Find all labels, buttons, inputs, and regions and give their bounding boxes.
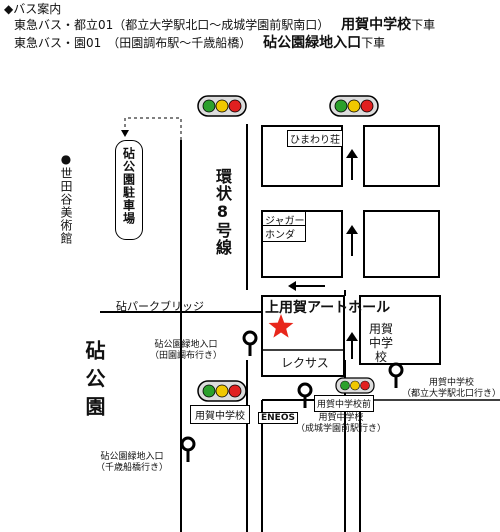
city-block xyxy=(363,125,440,187)
traffic-signal-icon xyxy=(329,95,379,117)
up-arrow-icon xyxy=(346,225,358,256)
bus-stop-icon xyxy=(388,362,404,388)
kinuta-park-bridge-label: 砧パークブリッジ xyxy=(116,300,204,313)
bus-stop-icon xyxy=(242,330,258,356)
lexus-label: レクサス xyxy=(281,356,329,370)
city-block xyxy=(363,210,440,278)
youga-jhs-signal-label: 用賀中学校 xyxy=(190,405,250,424)
bus-stop-youga-jhs-center: 用賀中学校 （成城学園前駅行き） xyxy=(296,413,386,435)
eneos-label: ENEOS xyxy=(258,412,298,424)
bus-stop-ryokuchi-north: 砧公園緑地入口 （田園調布行き） xyxy=(150,340,222,362)
bus-stop-youga-jhs-right: 用賀中学校 （都立大学駅北口行き） xyxy=(402,378,500,400)
bus-stop-name: 砧公園緑地入口 xyxy=(100,452,164,462)
traffic-signal-icon xyxy=(197,380,247,402)
youga-junior-high-label: 用賀中学校 xyxy=(368,322,393,364)
kinuta-park-label: 砧公園 xyxy=(82,340,106,424)
left-arrow-icon xyxy=(288,281,325,291)
bus-stop-name: 砧公園緑地入口 xyxy=(154,340,218,350)
bus-route-1: 東急バス・都立01（都立大学駅北口～成城学園前駅南口） 用賀中学校下車 xyxy=(14,18,435,33)
bus-stop-icon xyxy=(180,436,196,462)
honda-label: ホンダ xyxy=(262,225,306,242)
bus-stop-direction: （都立大学駅北口行き） xyxy=(402,389,500,399)
bus-stop-direction: （田園調布行き） xyxy=(150,351,223,361)
bus-stop-ryokuchi-south: 砧公園緑地入口 （千歳船橋行き） xyxy=(96,452,168,474)
bus-stop-direction: （成城学園前駅行き） xyxy=(296,424,387,434)
up-arrow-icon xyxy=(346,149,358,180)
lexus-block xyxy=(261,349,345,377)
youga-jhs-mae-label: 用賀中学校前 xyxy=(314,395,375,412)
bus-stop-name: 用賀中学校 xyxy=(318,413,364,423)
traffic-signal-icon xyxy=(335,377,375,394)
venue-star-icon xyxy=(268,314,294,338)
up-arrow-icon xyxy=(346,332,358,359)
parking-route xyxy=(124,117,182,140)
bus-guide-title: ◆バス案内 xyxy=(4,2,62,16)
himawari-label: ひまわり荘 xyxy=(287,130,343,147)
bus-stop-name: 用賀中学校 xyxy=(429,378,475,388)
bus-route-2-stop: 砧公園緑地入口 xyxy=(263,35,362,51)
setagaya-museum-label: ●世田谷美術館 xyxy=(59,152,73,245)
bus-route-2-suffix: 下車 xyxy=(361,36,386,50)
traffic-signal-icon xyxy=(197,95,247,117)
bus-route-1-name: 東急バス・都立01（都立大学駅北口～成城学園前駅南口） xyxy=(14,18,330,32)
venue-label: 上用賀アートホール xyxy=(265,300,391,316)
bus-stop-icon xyxy=(297,382,313,408)
city-block xyxy=(261,125,343,187)
parking-route-arrowhead xyxy=(121,130,129,137)
bus-route-2: 東急バス・園01 （田園調布駅～千歳船橋） 砧公園緑地入口下車 xyxy=(14,36,385,51)
bus-stop-direction: （千歳船橋行き） xyxy=(96,463,169,473)
bus-route-2-name: 東急バス・園01 （田園調布駅～千歳船橋） xyxy=(14,36,252,50)
bus-route-1-stop: 用賀中学校 xyxy=(341,17,412,33)
kanjo8-label: 環状8号線 xyxy=(213,168,232,256)
kinuta-parking-label: 砧公園駐車場 xyxy=(115,140,143,240)
bus-route-1-suffix: 下車 xyxy=(411,18,436,32)
